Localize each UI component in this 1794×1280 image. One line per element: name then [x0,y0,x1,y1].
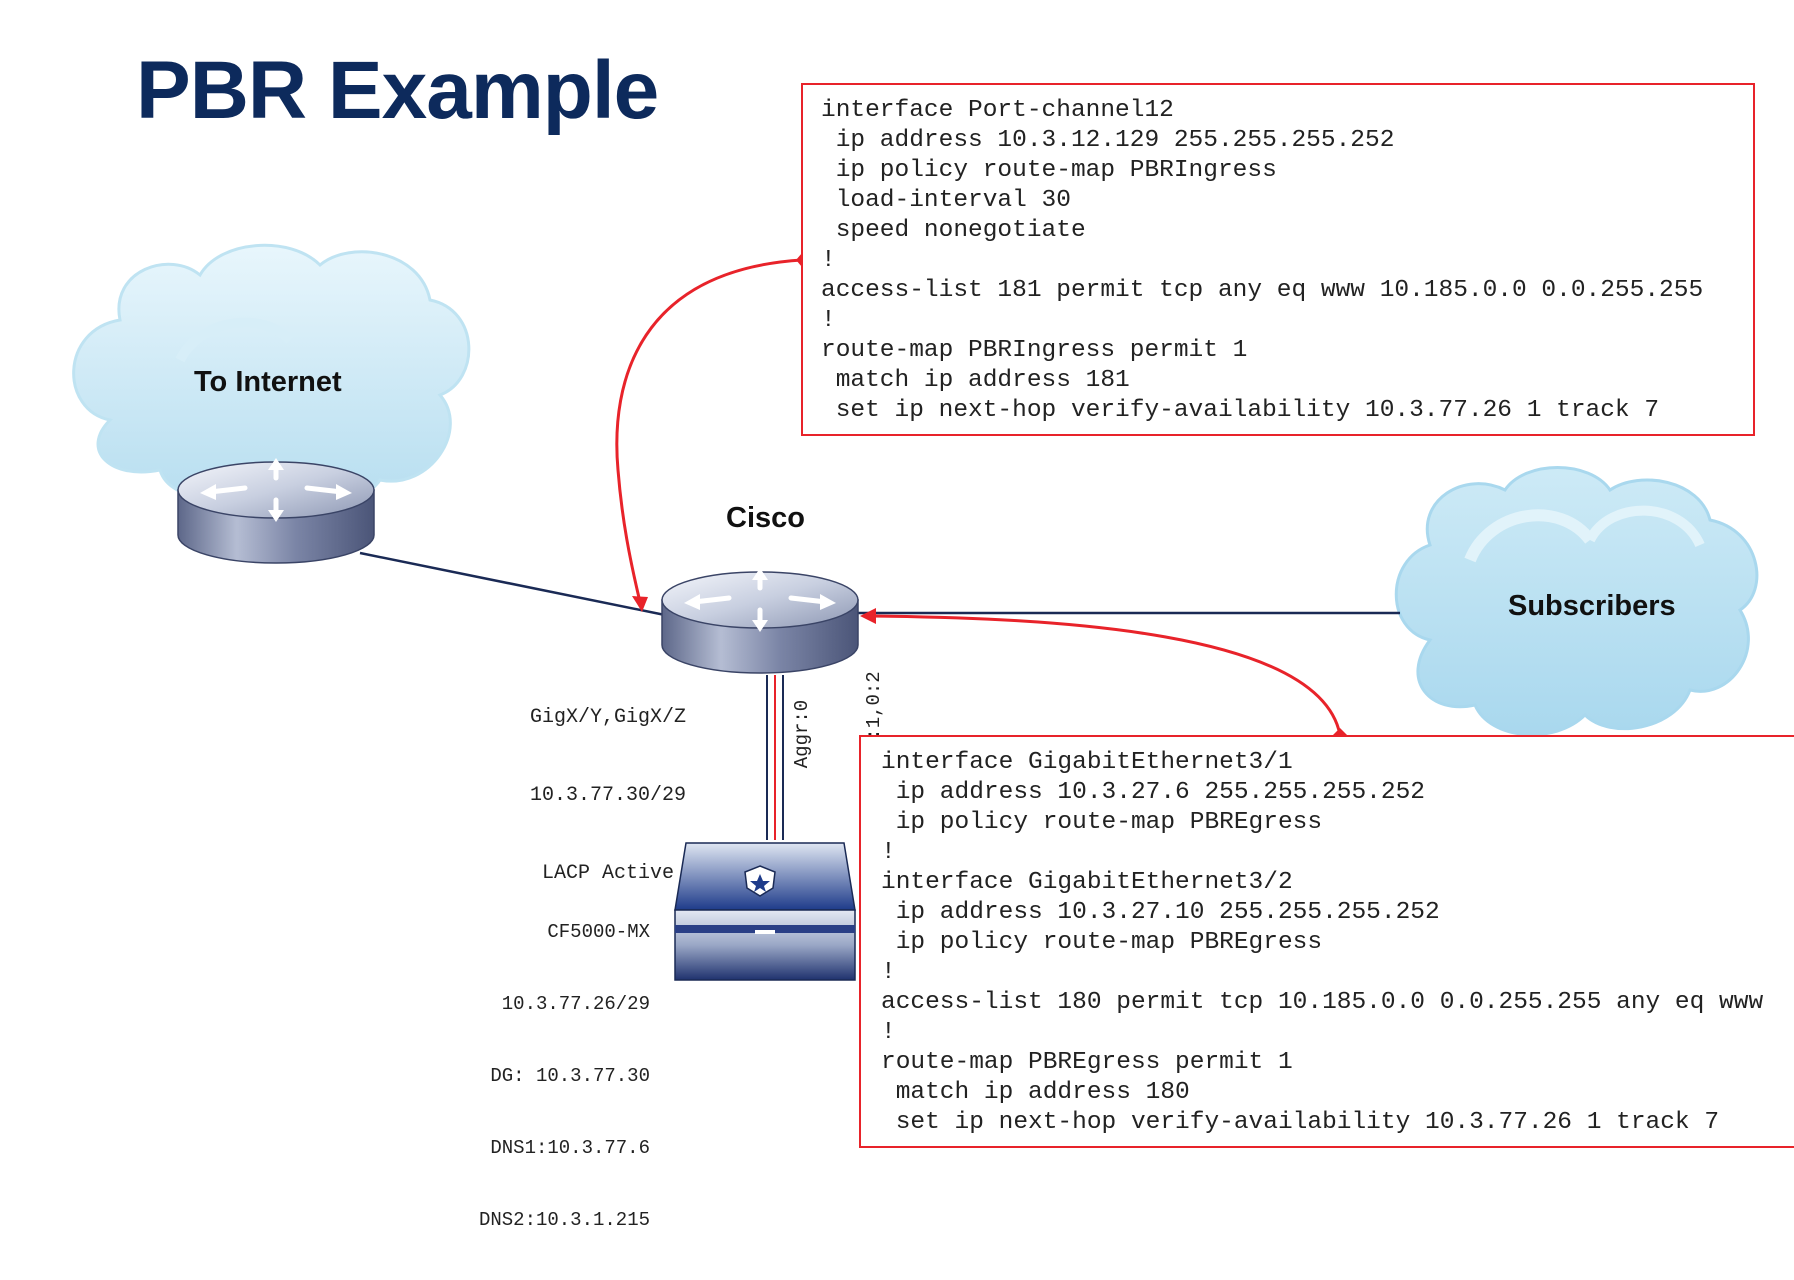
config-line: route-map PBREgress permit 1 [881,1049,1293,1076]
config-box-egress: interface GigabitEthernet3/1 ip address … [859,735,1794,1148]
link-internet-cisco [359,551,666,617]
config-line: load-interval 30 [821,187,1071,214]
config-line: ! [881,959,896,986]
page-title: PBR Example [136,45,659,136]
cf-device-line: DNS1:10.3.77.6 [490,1137,650,1159]
config-line: ! [881,1019,896,1046]
config-line: ip address 10.3.27.10 255.255.255.252 [881,899,1440,926]
subscribers-cloud-icon [1394,466,1759,737]
config-line: interface GigabitEthernet3/1 [881,749,1293,776]
config-line: ip policy route-map PBREgress [881,929,1323,956]
cf-device-line: DG: 10.3.77.30 [490,1065,650,1087]
config-line: interface GigabitEthernet3/2 [881,869,1293,896]
config-line: ! [821,307,836,334]
cisco-port-line: LACP Active [541,862,675,885]
cisco-port-line: 10.3.77.30/29 [529,784,687,807]
cf-device-line: DNS2:10.3.1.215 [478,1209,650,1231]
config-line: access-list 181 permit tcp any eq www 10… [821,277,1704,304]
diagram-graphics [72,243,1759,981]
callout-arrow-top [615,253,808,612]
internet-router-icon [177,458,375,564]
config-line: set ip next-hop verify-availability 10.3… [881,1109,1720,1136]
cisco-port-line: GigX/Y,GigX/Z [529,706,687,729]
config-line: ip policy route-map PBREgress [881,809,1323,836]
config-line: ! [821,247,836,274]
config-line: ! [881,839,896,866]
cisco-router-icon [661,568,859,674]
config-line: access-list 180 permit tcp 10.185.0.0 0.… [881,989,1764,1016]
config-line: set ip next-hop verify-availability 10.3… [821,397,1660,424]
cisco-port-label: GigX/Y,GigX/Z 10.3.77.30/29 LACP Active [510,653,706,939]
config-box-ingress: interface Port-channel12 ip address 10.3… [801,83,1755,436]
cf5000-appliance-icon [674,842,856,981]
config-line: match ip address 181 [821,367,1130,394]
cisco-label: Cisco [726,502,805,534]
internet-cloud-label: To Internet [194,366,342,398]
cf-device-line: 10.3.77.26/29 [501,993,650,1015]
config-line: ip address 10.3.12.129 255.255.255.252 [821,127,1395,154]
config-line: speed nonegotiate [821,217,1086,244]
aggr-line: Aggr:0 [791,699,813,769]
subscribers-label: Subscribers [1508,590,1676,622]
aggr-label: Aggr:0 0:0,0:1,0:2 [742,669,885,799]
cf-device-label: CF5000-MX 10.3.77.26/29 DG: 10.3.77.30 D… [430,872,650,1280]
config-line: route-map PBRIngress permit 1 [821,337,1248,364]
diagram-canvas: PBR Example To Internet Cisco Subscriber… [72,45,1794,1231]
config-line: match ip address 180 [881,1079,1190,1106]
cf-device-line: CF5000-MX [547,921,650,943]
config-line: interface Port-channel12 [821,97,1174,124]
config-line: ip policy route-map PBRIngress [821,157,1277,184]
config-line: ip address 10.3.27.6 255.255.255.252 [881,779,1425,806]
